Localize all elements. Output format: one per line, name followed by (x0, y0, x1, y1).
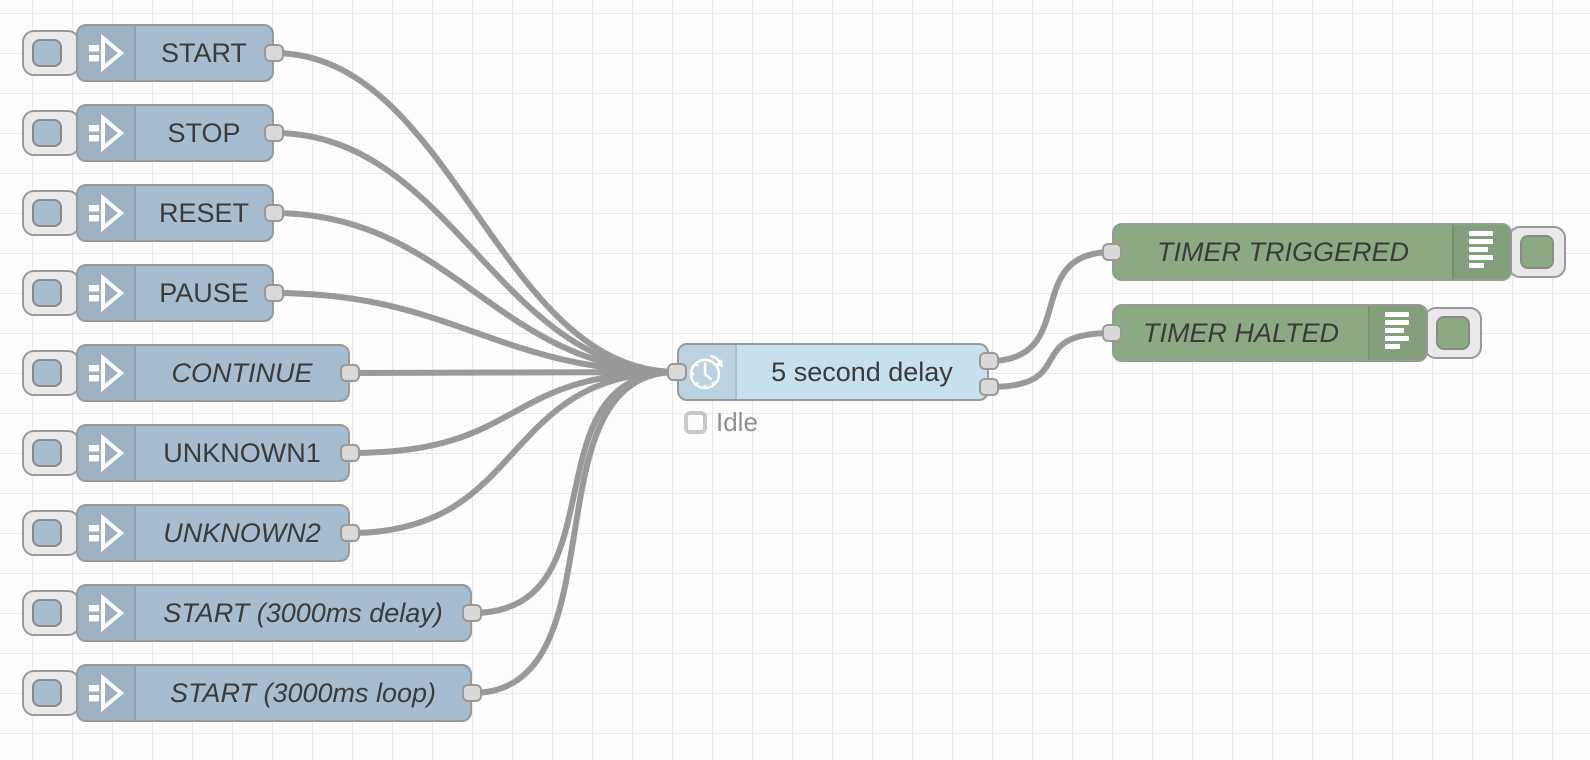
node-status-text: Idle (716, 407, 758, 437)
inject-button-inner[interactable] (32, 599, 62, 627)
arrow-right-icon (78, 666, 136, 720)
output-port[interactable] (264, 44, 284, 62)
arrow-right-icon (78, 346, 136, 400)
arrow-right-icon (78, 426, 136, 480)
node-start-3000ms-loop[interactable]: START (3000ms loop) (22, 664, 482, 722)
node-unknown2[interactable]: UNKNOWN2 (22, 504, 360, 562)
debug-button-inner[interactable] (1436, 316, 1470, 350)
node-label: PAUSE (159, 277, 249, 308)
inject-button-inner[interactable] (32, 199, 62, 227)
debug-button-inner[interactable] (1520, 235, 1554, 269)
input-port[interactable] (667, 363, 687, 381)
output-port[interactable] (979, 378, 999, 396)
input-port[interactable] (1102, 324, 1122, 342)
inject-button-inner[interactable] (32, 119, 62, 147)
output-port[interactable] (264, 124, 284, 142)
node-label: START (160, 37, 247, 68)
node-start[interactable]: START (22, 24, 284, 82)
arrow-right-icon (78, 506, 136, 560)
node-start-3000ms-delay[interactable]: START (3000ms delay) (22, 584, 482, 642)
debug-output-icon (1452, 225, 1510, 279)
node-label: TIMER HALTED (1142, 317, 1339, 348)
output-port[interactable] (340, 524, 360, 542)
node-label: STOP (167, 117, 241, 148)
node-timer-halted[interactable]: TIMER HALTED (1102, 304, 1482, 362)
node-unknown1[interactable]: UNKNOWN1 (22, 424, 360, 482)
node-label: CONTINUE (171, 357, 313, 388)
output-port[interactable] (462, 604, 482, 622)
arrow-right-icon (78, 266, 136, 320)
inject-button-inner[interactable] (32, 679, 62, 707)
debug-output-icon (1368, 306, 1426, 360)
inject-button-inner[interactable] (32, 519, 62, 547)
node-label: 5 second delay (771, 356, 953, 387)
wire-inject-1-to-delay-in[interactable] (271, 130, 680, 375)
status-ring-icon (684, 411, 707, 434)
output-port[interactable] (340, 444, 360, 462)
node-label: START (3000ms delay) (163, 597, 443, 628)
arrow-right-icon (78, 586, 136, 640)
node-stop[interactable]: STOP (22, 104, 284, 162)
arrow-right-icon (78, 186, 136, 240)
node-timer-triggered[interactable]: TIMER TRIGGERED (1102, 223, 1566, 281)
node-label: TIMER TRIGGERED (1156, 236, 1409, 267)
arrow-right-icon (78, 106, 136, 160)
wire-inject-3-to-delay-in[interactable] (271, 290, 680, 375)
node-continue[interactable]: CONTINUE (22, 344, 360, 402)
node-label: UNKNOWN2 (163, 517, 321, 548)
output-port[interactable] (340, 364, 360, 382)
output-port[interactable] (264, 284, 284, 302)
inject-button-inner[interactable] (32, 39, 62, 67)
output-port[interactable] (462, 684, 482, 702)
wire-inject-6-to-delay-in[interactable] (347, 369, 680, 536)
arrow-right-icon (78, 26, 136, 80)
wire-inject-4-to-delay-in[interactable] (347, 369, 680, 376)
wire-inject-0-to-delay-in[interactable] (271, 50, 680, 375)
stopwatch-icon (679, 345, 737, 399)
input-port[interactable] (1102, 243, 1122, 261)
wire-inject-5-to-delay-in[interactable] (347, 369, 680, 456)
wire-delay-out-1-to-debug-1[interactable] (986, 330, 1115, 390)
node-label: RESET (158, 197, 250, 228)
wire-inject-2-to-delay-in[interactable] (271, 210, 680, 375)
output-port[interactable] (264, 204, 284, 222)
wire-inject-8-to-delay-in[interactable] (469, 369, 680, 696)
node-pause[interactable]: PAUSE (22, 264, 284, 322)
inject-button-inner[interactable] (32, 439, 62, 467)
node-status: Idle (684, 407, 758, 438)
inject-button-inner[interactable] (32, 359, 62, 387)
node-reset[interactable]: RESET (22, 184, 284, 242)
inject-button-inner[interactable] (32, 279, 62, 307)
node-label: START (3000ms loop) (169, 677, 437, 708)
output-port[interactable] (979, 352, 999, 370)
wire-inject-7-to-delay-in[interactable] (469, 369, 680, 616)
wire-delay-out-0-to-debug-0[interactable] (986, 249, 1115, 364)
node-label: UNKNOWN1 (163, 437, 321, 468)
